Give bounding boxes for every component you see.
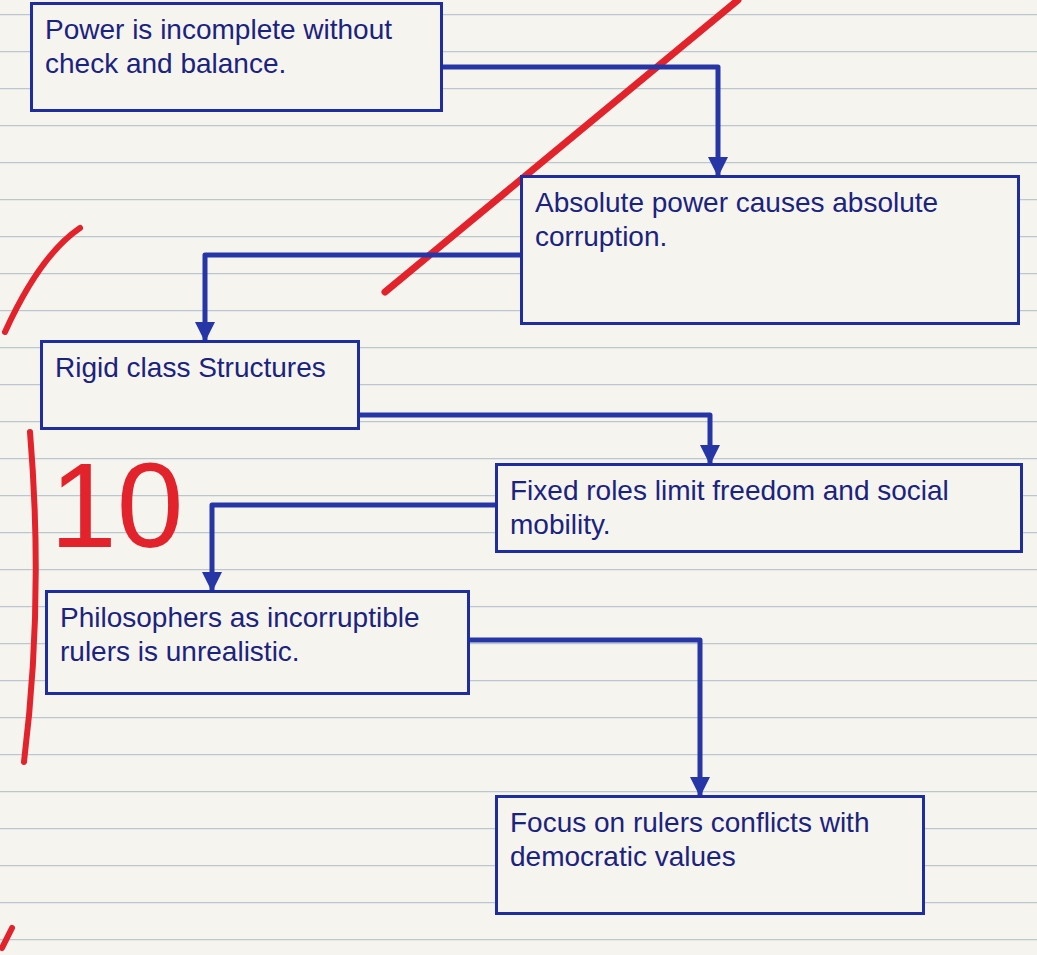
red-bracket — [24, 432, 36, 762]
flow-arrow — [205, 255, 520, 340]
box-text: Fixed roles limit freedom and social mob… — [510, 474, 1008, 542]
box-text: Focus on rulers conflicts with democrati… — [510, 806, 910, 874]
process-box: Absolute power causes absolute corruptio… — [520, 175, 1020, 325]
red-stroke — [5, 228, 80, 332]
flow-arrow — [212, 505, 495, 590]
red-stroke — [2, 928, 12, 948]
process-box: Fixed roles limit freedom and social mob… — [495, 463, 1023, 553]
process-box: Power is incomplete without check and ba… — [30, 2, 443, 112]
box-text: Philosophers as incorruptible rulers is … — [60, 601, 455, 669]
flow-arrow — [443, 67, 718, 175]
flow-arrow — [470, 640, 700, 795]
process-box: Philosophers as incorruptible rulers is … — [45, 590, 470, 695]
process-box: Rigid class Structures — [40, 340, 360, 430]
box-text: Rigid class Structures — [55, 351, 345, 385]
box-text: Absolute power causes absolute corruptio… — [535, 186, 1005, 254]
flow-arrow — [360, 415, 710, 463]
box-text: Power is incomplete without check and ba… — [45, 13, 428, 81]
grade-mark: 10 — [50, 445, 183, 565]
process-box: Focus on rulers conflicts with democrati… — [495, 795, 925, 915]
